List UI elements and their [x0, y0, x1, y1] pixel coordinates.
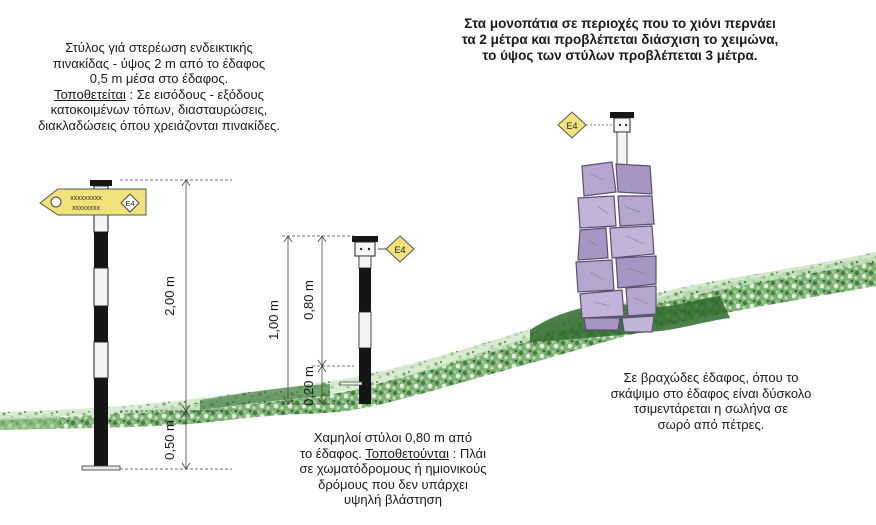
short-post-note-line-2: το έδαφος. Τοποθετούνται : Πλάι: [268, 446, 518, 462]
top-right-note-line-3: το ύψος των στύλων προβλέπεται 3 μέτρα.: [482, 48, 758, 63]
short-post-placement-label: Τοποθετούνται: [365, 445, 450, 461]
stone-cairn: [575, 161, 657, 333]
dimension-tall-above: 2,00 m: [162, 276, 177, 316]
cairn-route-marker: E4: [566, 121, 577, 131]
short-post-note-line-2-start: το έδαφος.: [300, 445, 366, 461]
cairn-marker: E4: [557, 111, 587, 139]
top-right-note-line-1: Στα μονοπάτια σε περιοχές που το χιόνι π…: [464, 16, 776, 31]
rock-note-line-2: σκάψιμο στο έδαφος είναι δύσκολο: [610, 385, 812, 401]
top-right-note: Στα μονοπάτια σε περιοχές που το χιόνι π…: [430, 16, 810, 64]
short-dimension-lines: [282, 235, 354, 405]
rock-note-line-3: τσιμεντάρεται η σωλήνα σε: [633, 401, 789, 416]
tall-post-note-line-3: 0,5 m μέσα στο έδαφος.: [89, 71, 229, 86]
cairn-post-top: [586, 112, 634, 173]
dimension-short-below: 0,20 m: [301, 366, 316, 406]
short-post-note: Χαμηλοί στύλοι 0,80 m από το έδαφος. Τοπ…: [268, 430, 518, 508]
sign-text-line-2: xxxxxxxx: [72, 205, 101, 212]
tall-post-note-line-5: κατοκοιμένων τόπων, διασταυρώσεις,: [50, 102, 268, 117]
sign-route-marker: E4: [125, 199, 134, 208]
short-post-route-marker: E4: [394, 245, 405, 255]
rock-note: Σε βραχώδες έδαφος, όπου το σκάψιμο στο …: [586, 370, 836, 432]
short-post-note-line-1: Χαμηλοί στύλοι 0,80 m από: [313, 430, 473, 445]
tall-dimension-lines: [120, 179, 232, 470]
tall-post-placement-rest: : Σε εισόδους - εξόδους: [125, 86, 264, 102]
short-post-marker: E4: [378, 235, 415, 263]
tall-post-note-line-2: πινακίδας - ύψος 2 m από το έδαφος: [52, 55, 266, 71]
short-post: [339, 236, 378, 404]
rock-note-line-1: Σε βραχώδες έδαφος, όπου το: [623, 370, 799, 385]
tall-post: [81, 180, 121, 471]
short-post-note-line-3: σε χωματόδρομους ή ημιονικούς: [299, 461, 487, 476]
sign-text-line-1: xxxxxxxxx: [70, 195, 102, 202]
dimension-tall-below: 0,50 m: [162, 420, 177, 460]
tall-post-note-line-4: Τοποθετείται : Σε εισόδους - εξόδους: [0, 87, 318, 103]
tall-post-note-line-6: διακλαδώσεις όπου χρειάζονται πινακίδες.: [38, 117, 280, 133]
rock-note-line-4: σωρό από πέτρες.: [657, 416, 765, 432]
tall-post-note-line-1: Στύλος γιά στερέωση ενδεικτικής: [65, 40, 253, 55]
short-post-note-line-2-end: : Πλάι: [449, 445, 486, 461]
direction-sign: xxxxxxxxx xxxxxxxx E4: [39, 188, 147, 216]
short-post-note-line-5: υψηλή βλάστηση: [344, 492, 442, 507]
tall-post-note: Στύλος γιά στερέωση ενδεικτικής πινακίδα…: [0, 40, 318, 133]
dimension-short-above: 0,80 m: [301, 280, 316, 320]
tall-post-placement-label: Τοποθετείται: [54, 86, 126, 102]
dimension-short-total: 1,00 m: [266, 300, 281, 340]
short-post-note-line-4: δρόμους που δεν υπάρχει: [318, 476, 468, 492]
top-right-note-line-2: τα 2 μέτρα και προβλέπεται διάσχιση το χ…: [461, 32, 779, 47]
